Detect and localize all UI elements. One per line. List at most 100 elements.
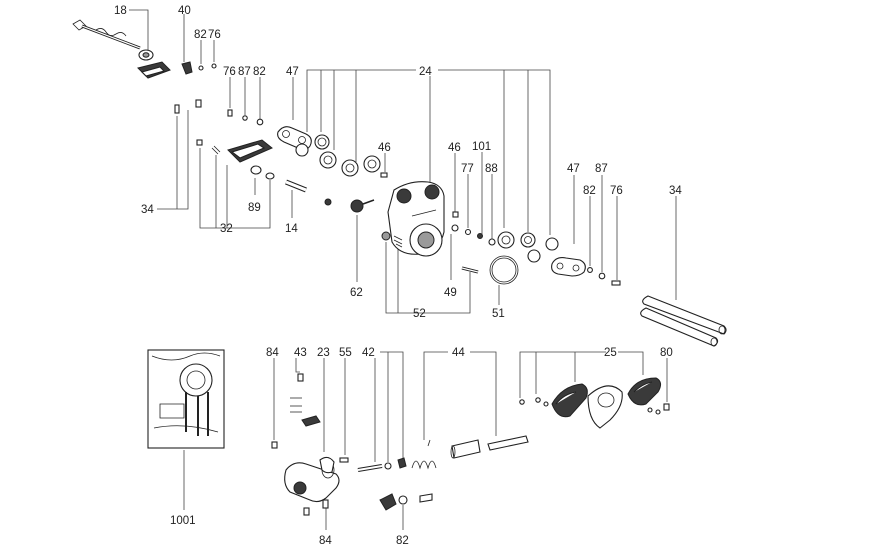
ring-b	[314, 134, 330, 150]
callout-76a: 76	[208, 29, 221, 41]
part-32-lever	[227, 139, 273, 163]
callout-44: 44	[452, 347, 465, 359]
part-80-screw	[663, 403, 670, 411]
callout-82c: 82	[583, 185, 596, 197]
callout-42: 42	[362, 347, 375, 359]
part-18-rod	[72, 19, 141, 50]
callout-52: 52	[413, 308, 426, 320]
callout-18: 18	[114, 5, 127, 17]
part-49-ring	[451, 224, 459, 232]
part-84-pin-c	[322, 499, 329, 509]
callout-101: 101	[472, 141, 491, 153]
callout-34b: 34	[141, 204, 154, 216]
callout-82a: 82	[194, 29, 207, 41]
pin-left-c	[196, 139, 203, 146]
part-88-washer	[488, 238, 496, 246]
callout-49: 49	[444, 287, 457, 299]
part-101-nut	[477, 233, 483, 239]
callout-43: 43	[294, 347, 307, 359]
part-43-clip	[301, 415, 321, 427]
part-42-washer	[384, 462, 392, 470]
spring-small	[211, 145, 221, 155]
pin-left-a	[174, 104, 180, 114]
callout-32: 32	[220, 223, 233, 235]
bearing-d	[497, 231, 515, 249]
ring-c	[527, 249, 541, 263]
inset-1001-box	[147, 349, 225, 449]
part-76-screw-c	[611, 280, 621, 286]
part-25-shell-c	[627, 377, 662, 406]
part-82-screw	[198, 65, 204, 71]
callout-51: 51	[492, 308, 505, 320]
part-89-bush	[250, 165, 262, 175]
callout-89: 89	[248, 202, 261, 214]
part-44-tube-a	[451, 439, 481, 459]
callout-23: 23	[317, 347, 330, 359]
ring-a	[295, 143, 309, 157]
callout-84b: 84	[319, 535, 332, 547]
bearing-c	[363, 155, 381, 173]
callout-14: 14	[285, 223, 298, 235]
callout-47a: 47	[286, 66, 299, 78]
callout-62: 62	[350, 287, 363, 299]
callout-47b: 47	[567, 163, 580, 175]
part-51-oring	[489, 255, 519, 285]
callout-82d: 82	[396, 535, 409, 547]
part-76-screw	[211, 63, 217, 69]
part-46-pin	[380, 172, 388, 178]
part-87-washer	[242, 115, 248, 121]
part-42-bolt	[357, 464, 383, 472]
callout-76c: 76	[610, 185, 623, 197]
ring-d	[545, 237, 559, 251]
part-49-screw	[461, 266, 479, 274]
part-77-pin	[464, 228, 472, 236]
part-42-nut	[397, 457, 407, 469]
part-bracket-small	[379, 493, 397, 511]
part-43-screw	[297, 373, 304, 382]
callout-77: 77	[461, 163, 474, 175]
part-ring-small	[265, 172, 275, 180]
callout-25: 25	[604, 347, 617, 359]
part-82-nut-b	[587, 267, 593, 273]
callout-46b: 46	[448, 142, 461, 154]
callout-34a: 34	[669, 185, 682, 197]
callout-84a: 84	[266, 347, 279, 359]
screw-25-d	[647, 407, 653, 413]
callout-46a: 46	[378, 142, 391, 154]
callout-88: 88	[485, 163, 498, 175]
part-52-spring	[393, 235, 403, 248]
part-46-pin-b	[452, 211, 459, 218]
callout-76b: 76	[223, 66, 236, 78]
part-14-pin	[285, 179, 307, 193]
screw-25-c	[543, 401, 549, 407]
screw-25-e	[655, 409, 661, 415]
part-82-washer-b	[398, 495, 408, 505]
bearing-e	[520, 232, 536, 248]
callout-55: 55	[339, 347, 352, 359]
part-34-rods	[640, 295, 727, 347]
part-24-housing	[387, 181, 445, 257]
part-62-knob	[350, 199, 375, 213]
lower-assembly	[147, 349, 670, 516]
part-44-spring	[411, 439, 437, 470]
callout-87a: 87	[238, 66, 251, 78]
bearing-b	[341, 159, 359, 177]
leader-lines	[129, 9, 677, 530]
screw-25-a	[519, 399, 525, 405]
part-25-shell-a	[551, 383, 588, 418]
callout-24: 24	[419, 66, 432, 78]
callout-80: 80	[660, 347, 673, 359]
part-87-washer-b	[598, 272, 606, 280]
part-84-pin	[271, 441, 278, 449]
screw-25-b	[535, 397, 541, 403]
part-23-bracket	[284, 456, 340, 503]
part-25-shell-b	[587, 385, 623, 429]
part-44-tube-b	[487, 435, 529, 451]
callout-labels: 18 40 82 76 76 87 82 47 24 46 46 101 77 …	[114, 5, 682, 547]
part-76-screw-b	[227, 109, 233, 117]
part-52-ball	[381, 231, 391, 241]
bearing-a	[319, 151, 337, 169]
part-screw-bottom	[419, 493, 433, 503]
part-34-knob	[137, 49, 171, 79]
